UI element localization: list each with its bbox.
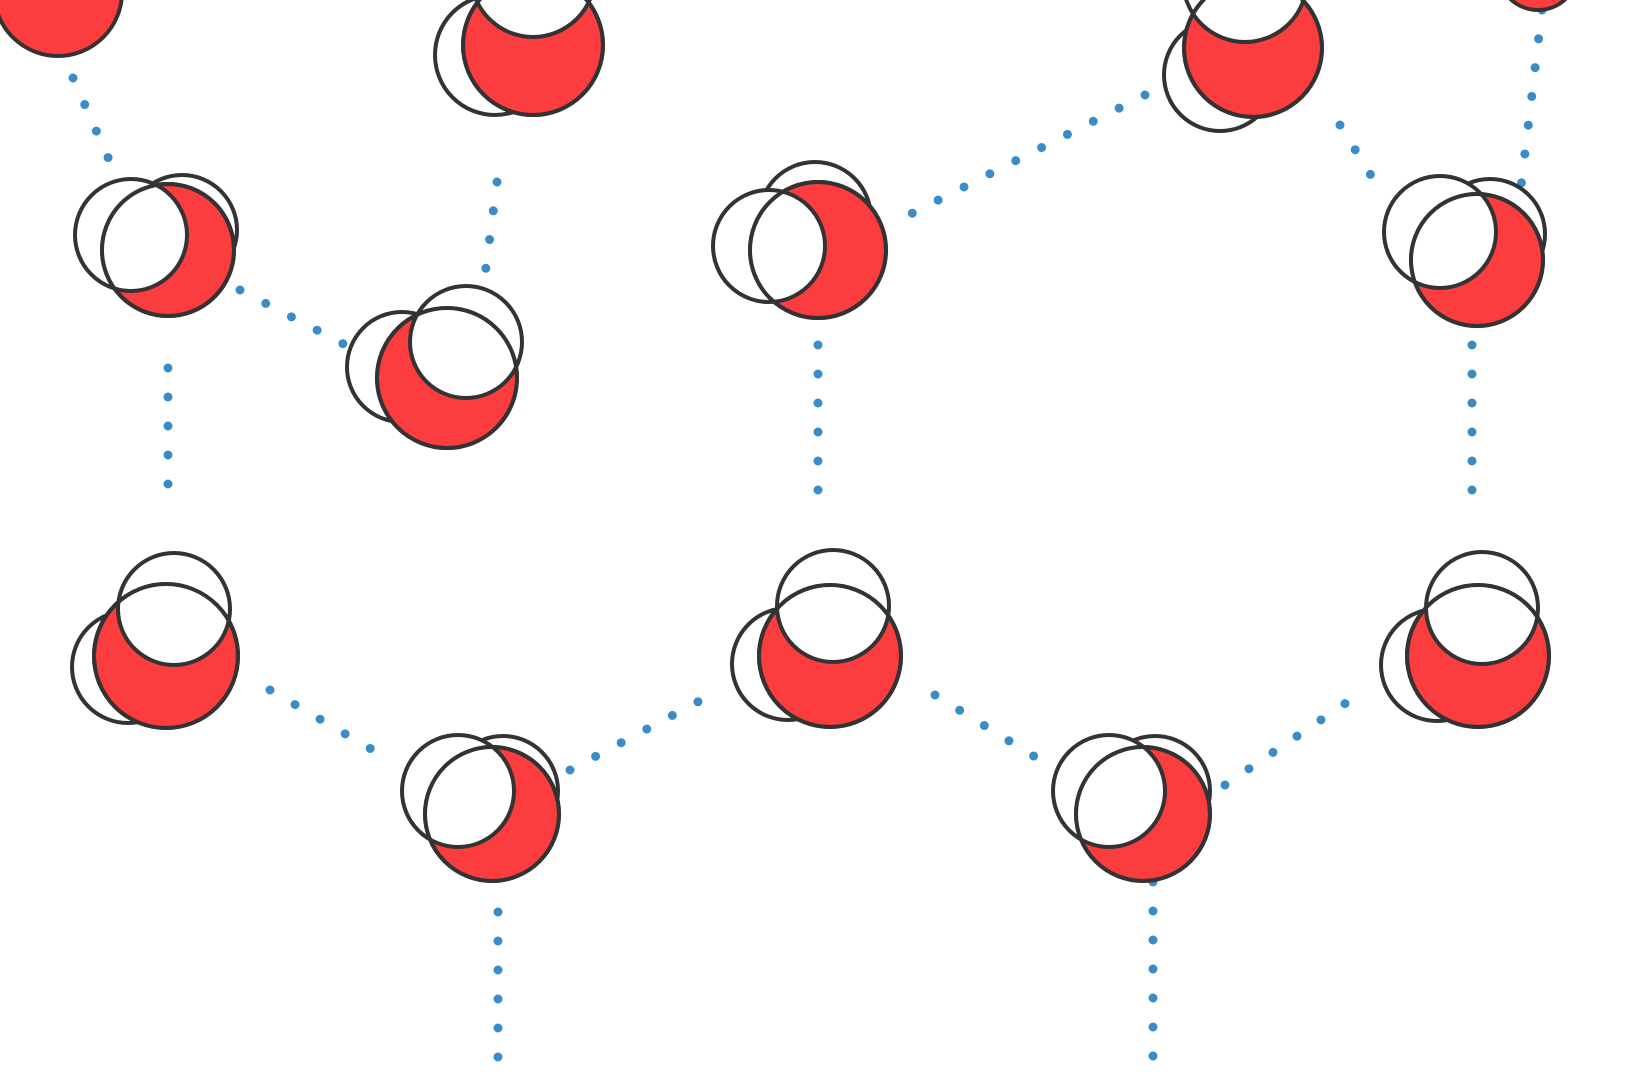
oxygen-outline	[748, 180, 888, 320]
oxygen-outline	[1409, 192, 1545, 328]
water-molecule	[70, 551, 240, 730]
water-molecule	[730, 548, 903, 729]
water-molecule	[433, 0, 605, 117]
water-molecule	[1379, 550, 1551, 729]
oxygen-outline	[461, 0, 605, 117]
hydrogen-bond	[1220, 685, 1370, 790]
hydrogen-bond	[930, 690, 1045, 765]
oxygen-outline	[1182, 0, 1324, 119]
water-molecule	[1051, 733, 1212, 883]
hydrogen-bond	[890, 90, 1150, 227]
oxygen-outline	[1405, 583, 1551, 729]
water-molecule	[400, 733, 561, 883]
oxygen-outline	[375, 306, 519, 450]
water-molecule	[0, 0, 124, 58]
water-molecule	[1162, 0, 1324, 133]
hydrogen-bond	[265, 685, 395, 765]
water-molecules	[0, 0, 1568, 883]
water-molecule	[73, 173, 239, 318]
water-molecule	[1508, 0, 1568, 12]
hydrogen-atom-front	[469, 0, 597, 39]
oxygen-atom	[1508, 0, 1568, 12]
oxygen-outline	[423, 745, 561, 883]
hydrogen-bond	[565, 685, 725, 775]
oxygen-outline	[1074, 745, 1212, 883]
hydrogen-atom-front	[1184, 0, 1309, 44]
oxygen-outline	[92, 582, 240, 730]
hydrogen-bond	[1515, 5, 1547, 200]
oxygen-outline	[100, 182, 236, 318]
oxygen-outline	[757, 583, 903, 729]
water-molecule	[1382, 174, 1547, 328]
hydrogen-bonds	[68, 5, 1547, 1085]
water-molecule	[345, 284, 524, 450]
water-molecule	[711, 160, 888, 320]
oxygen-atom	[0, 0, 124, 58]
